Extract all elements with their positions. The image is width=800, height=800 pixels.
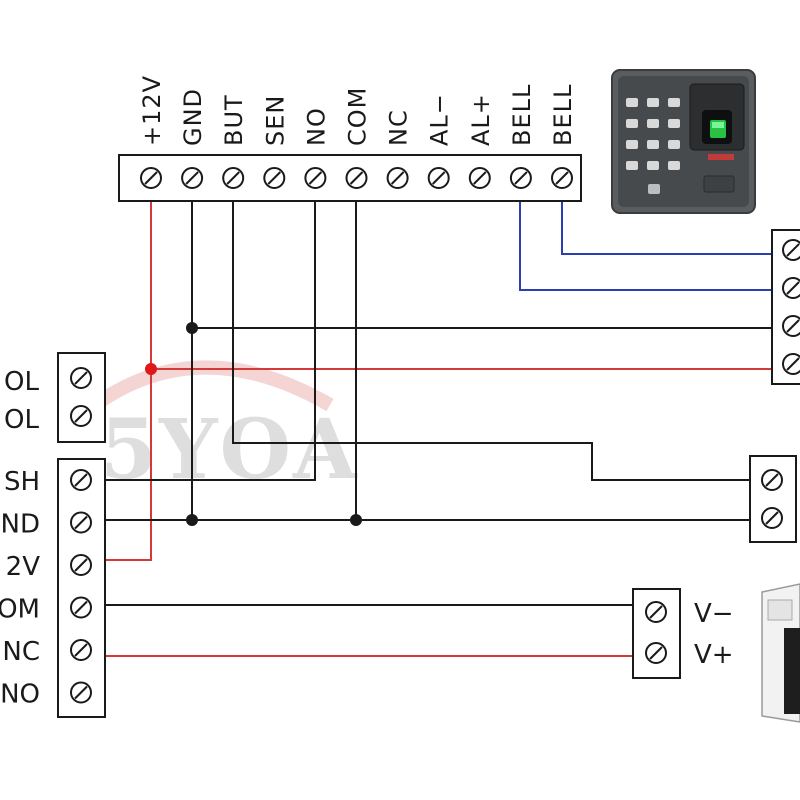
power-terminal-block: SH ND 2V OM NC NO [0, 458, 106, 718]
lock-label-vplus: V+ [694, 640, 734, 670]
junction-dot [145, 363, 157, 375]
screw-terminal-icon [509, 167, 532, 189]
screw-terminal-icon [782, 239, 800, 261]
screw-terminal-icon [782, 315, 800, 337]
keypad-button [626, 161, 638, 170]
top-terminal-label: BUT [220, 94, 248, 146]
junctions [145, 322, 362, 526]
keypad-button [668, 119, 680, 128]
keypad-button [647, 119, 659, 128]
top-terminal-label: NO [302, 107, 330, 146]
power-terminal-label: NO [0, 680, 40, 710]
fingerprint-reader-icon [611, 69, 756, 214]
top-terminal-label: NC [385, 109, 413, 146]
screw-terminal-icon [263, 167, 286, 189]
screw-terminal-icon [70, 596, 92, 619]
screw-terminal-icon [70, 367, 92, 389]
screw-terminal-icon [645, 642, 667, 664]
keypad-button [647, 140, 659, 149]
exit-button-terminal-block [749, 455, 797, 543]
screw-terminal-icon [386, 167, 409, 189]
top-terminal-label: BELL [508, 84, 536, 146]
screw-terminal-icon [782, 353, 800, 375]
keypad-button [647, 161, 659, 170]
screw-terminal-icon [70, 639, 92, 661]
screw-terminal-icon [70, 405, 92, 427]
screw-terminal-icon [468, 167, 491, 189]
screw-terminal-icon [140, 167, 162, 189]
top-terminal-label: SEN [261, 95, 289, 146]
top-terminal-label: AL+ [467, 93, 495, 146]
power-terminal-label: SH [4, 467, 40, 497]
junction-dot [186, 322, 198, 334]
screw-terminal-icon [427, 167, 450, 189]
lock-terminal-block: V− V+ [632, 588, 734, 679]
wire-12v-red [106, 200, 152, 561]
watermark-text: 5YOA [100, 402, 359, 498]
solenoid-label-2: OL [4, 405, 39, 435]
screw-terminal-icon [761, 507, 783, 529]
solenoid-label-1: OL [4, 367, 39, 397]
keypad-button [626, 119, 638, 128]
keypad-button [626, 98, 638, 107]
wire-no [106, 200, 316, 481]
top-terminal-label: +12V [138, 75, 166, 146]
screw-terminal-icon [70, 511, 92, 534]
reader-terminal-block [771, 229, 800, 385]
screw-terminal-icon [304, 167, 327, 189]
screw-terminal-icon [70, 554, 92, 576]
power-terminal-label: ND [1, 510, 40, 540]
power-terminal-label: NC [2, 637, 40, 667]
lock-label-vminus: V− [694, 599, 734, 629]
screw-terminal-icon [70, 469, 92, 491]
screw-terminal-icon [551, 167, 573, 189]
screw-terminal-icon [222, 167, 245, 189]
junction-dot [350, 514, 362, 526]
screw-terminal-icon [761, 469, 783, 491]
top-terminal-block: +12V GND BUT SEN NO COM NC AL− AL+ BELL BELL [118, 75, 582, 202]
top-terminal-label: COM [344, 87, 372, 146]
screw-terminal-icon [782, 277, 800, 299]
keypad-button [668, 140, 680, 149]
solenoid-terminal-block: OL OL [4, 352, 106, 443]
keypad-button [626, 140, 638, 149]
keypad-button [647, 98, 659, 107]
keypad-button [668, 161, 680, 170]
top-terminal-label: BELL [549, 84, 577, 146]
keypad-button [668, 98, 680, 107]
wire-bell-1-blue [519, 200, 775, 291]
power-terminal-label: OM [0, 595, 40, 625]
magnetic-lock-icon [761, 583, 800, 723]
top-terminal-label: GND [179, 88, 207, 146]
screw-terminal-icon [70, 681, 92, 704]
top-terminal-label: AL− [426, 93, 454, 146]
junction-dot [186, 514, 198, 526]
power-terminal-label: 2V [6, 552, 41, 582]
wires [106, 200, 775, 657]
watermark: 5YOA [90, 360, 359, 498]
wire-bell-2-blue [561, 200, 775, 255]
screw-terminal-icon [181, 167, 204, 189]
wire-but [232, 200, 750, 481]
screw-terminal-icon [345, 167, 368, 189]
screw-terminal-icon [645, 601, 667, 623]
